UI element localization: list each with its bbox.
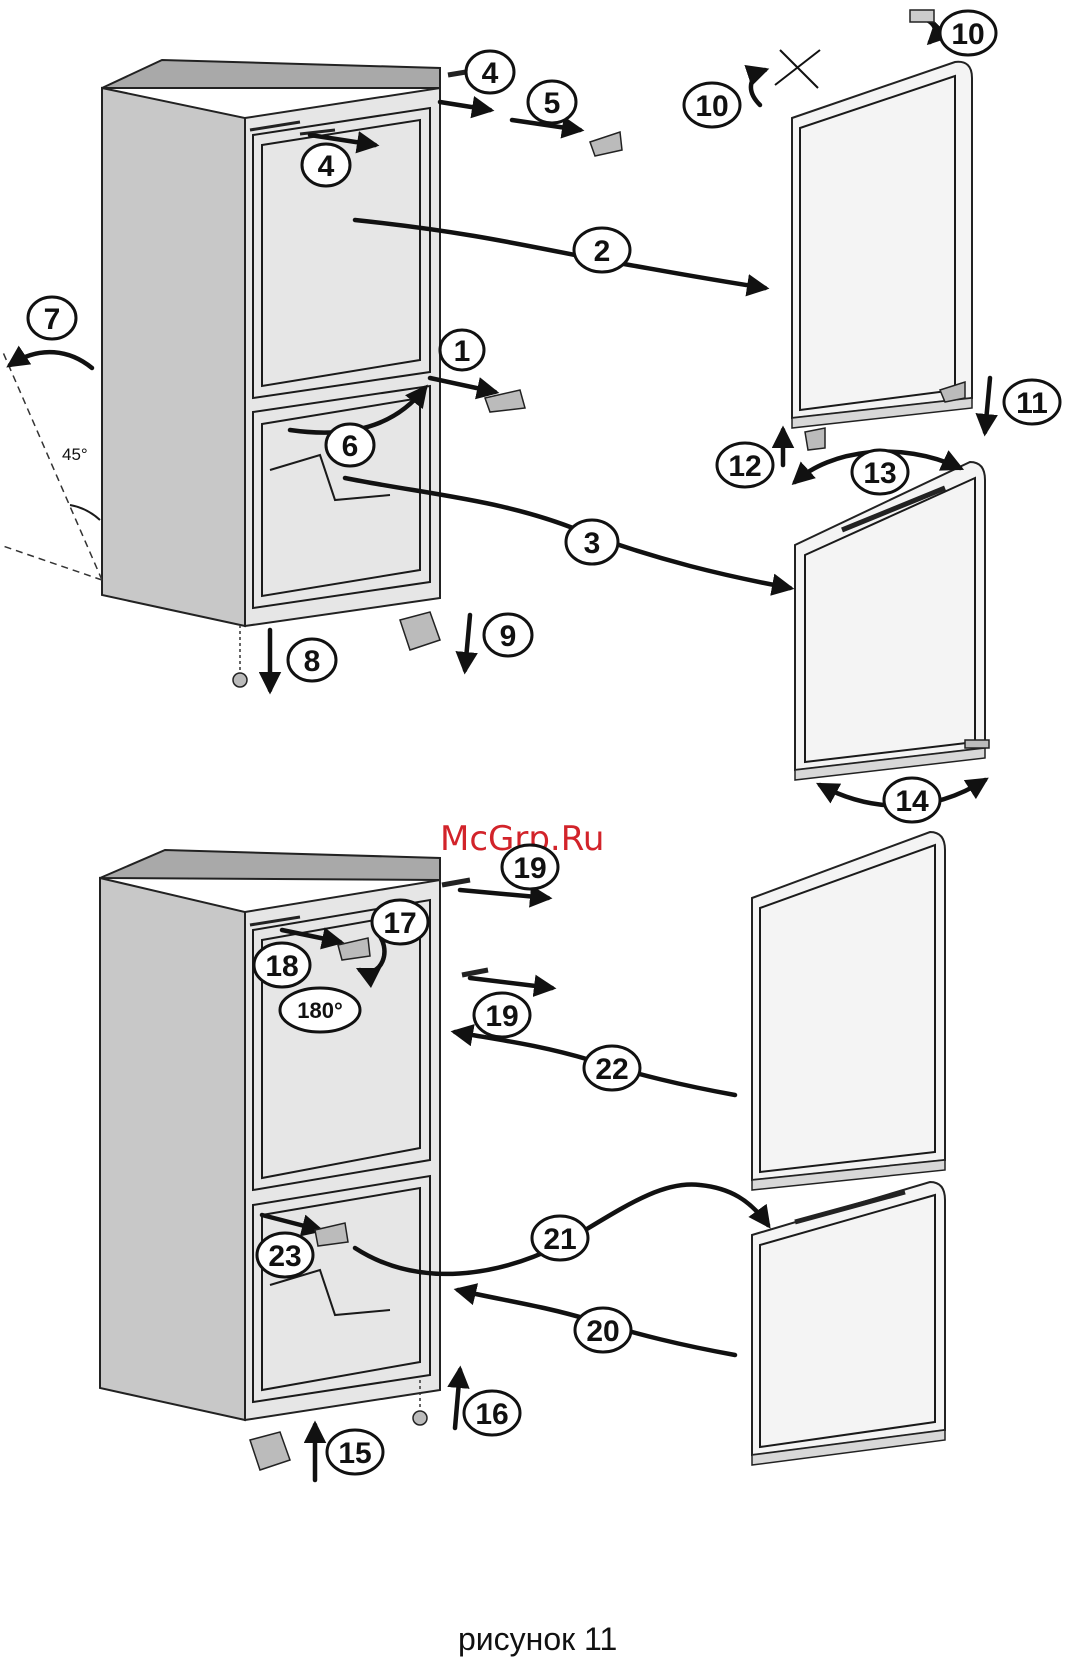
svg-text:180°: 180° bbox=[297, 998, 343, 1023]
svg-text:3: 3 bbox=[584, 527, 601, 560]
step-label-9: 9 bbox=[484, 614, 532, 656]
step-label-5: 5 bbox=[528, 81, 576, 123]
svg-text:8: 8 bbox=[304, 645, 321, 678]
fridge-cabinet-top bbox=[102, 60, 440, 626]
step-label-12: 12 bbox=[717, 443, 773, 487]
tilt-angle-indicator: 45° bbox=[0, 350, 102, 580]
step-label-11: 11 bbox=[1004, 380, 1060, 424]
angle-label: 45° bbox=[62, 445, 88, 464]
svg-text:13: 13 bbox=[863, 457, 896, 490]
upper-door-removed bbox=[792, 62, 972, 428]
svg-text:23: 23 bbox=[268, 1240, 301, 1273]
svg-text:22: 22 bbox=[595, 1053, 628, 1086]
svg-text:4: 4 bbox=[482, 57, 499, 90]
step-label-6: 6 bbox=[326, 424, 374, 466]
svg-text:20: 20 bbox=[586, 1315, 619, 1348]
svg-text:14: 14 bbox=[895, 785, 929, 818]
svg-text:10: 10 bbox=[695, 90, 728, 123]
svg-text:10: 10 bbox=[951, 18, 984, 51]
svg-text:11: 11 bbox=[1016, 387, 1048, 420]
svg-text:12: 12 bbox=[728, 450, 761, 483]
step-label-1: 1 bbox=[440, 330, 484, 370]
lower-door-removed bbox=[795, 462, 985, 780]
step-label-7: 7 bbox=[28, 297, 76, 339]
svg-text:18: 18 bbox=[265, 950, 298, 983]
step-label-8: 8 bbox=[288, 639, 336, 681]
svg-text:15: 15 bbox=[338, 1437, 371, 1470]
step-label-20: 20 bbox=[575, 1308, 631, 1352]
step-label-4b: 4 bbox=[302, 144, 350, 186]
svg-text:9: 9 bbox=[500, 620, 517, 653]
svg-text:2: 2 bbox=[594, 235, 611, 268]
step-label-22: 22 bbox=[584, 1046, 640, 1090]
step-label-19b: 19 bbox=[474, 993, 530, 1037]
step-label-2: 2 bbox=[574, 228, 630, 272]
step-label-15: 15 bbox=[327, 1430, 383, 1474]
step-label-10a: 10 bbox=[684, 83, 740, 127]
svg-text:17: 17 bbox=[383, 907, 416, 940]
step-label-13: 13 bbox=[852, 450, 908, 494]
step-label-23: 23 bbox=[257, 1233, 313, 1277]
lower-door-installed bbox=[752, 1182, 945, 1465]
svg-text:16: 16 bbox=[475, 1398, 508, 1431]
step-label-17: 17 bbox=[372, 900, 428, 944]
step-label-19a: 19 bbox=[502, 845, 558, 889]
rotation-label: 180° bbox=[280, 988, 360, 1032]
figure-caption: рисунок 11 bbox=[458, 1621, 617, 1657]
step-label-21: 21 bbox=[532, 1216, 588, 1260]
upper-door-installed bbox=[752, 832, 945, 1190]
step-label-10b: 10 bbox=[940, 11, 996, 55]
step-label-4a: 4 bbox=[466, 51, 514, 93]
svg-text:19: 19 bbox=[485, 1000, 518, 1033]
svg-text:4: 4 bbox=[318, 150, 335, 183]
step-label-18: 18 bbox=[254, 943, 310, 987]
step-label-16: 16 bbox=[464, 1391, 520, 1435]
svg-text:1: 1 bbox=[454, 335, 471, 368]
step-label-3: 3 bbox=[566, 520, 618, 564]
svg-text:19: 19 bbox=[513, 852, 546, 885]
svg-text:7: 7 bbox=[44, 303, 61, 336]
step-label-14: 14 bbox=[884, 778, 940, 822]
svg-text:6: 6 bbox=[342, 430, 359, 463]
svg-text:5: 5 bbox=[544, 87, 561, 120]
svg-text:21: 21 bbox=[543, 1223, 576, 1256]
